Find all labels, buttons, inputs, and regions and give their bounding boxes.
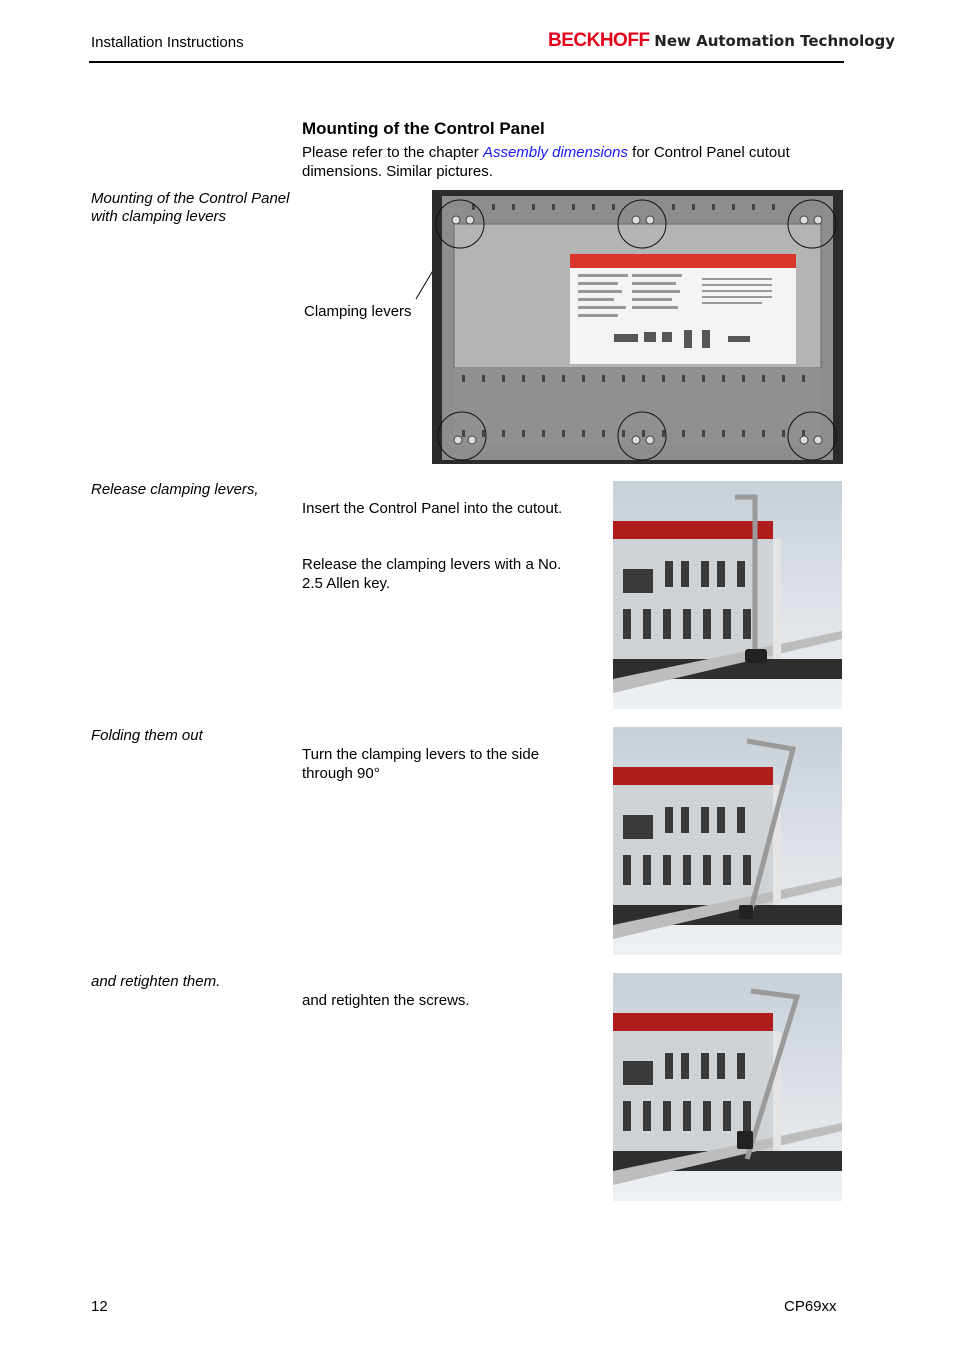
header-section-title: Installation Instructions (91, 34, 244, 51)
step1-text2: Release the clamping levers with a No. 2… (302, 556, 562, 592)
intro-paragraph: Please refer to the chapter Assembly dim… (302, 143, 842, 181)
allen-key-illustration (613, 727, 842, 955)
assembly-dimensions-link[interactable]: Assembly dimensions (482, 144, 628, 161)
figure1-caption: Mounting of the Control Panel with clamp… (91, 190, 290, 225)
page-number: 12 (91, 1298, 108, 1315)
step1-caption: Release clamping levers, (91, 481, 259, 498)
panel-rear-illustration (435, 196, 837, 461)
brand-name: BECKHOFF (548, 30, 650, 51)
section-title: Mounting of the Control Panel (302, 119, 545, 138)
brand-tagline: New Automation Technology (654, 32, 896, 50)
step2-text1: Turn the clamping levers to the side thr… (302, 746, 540, 782)
step1-text1: Insert the Control Panel into the cutout… (302, 500, 563, 517)
intro-prefix: Please refer to the chapter (302, 144, 483, 161)
release-levers-photo (613, 481, 842, 709)
panel-rear-photo (432, 190, 843, 464)
intro-suffix: for Control Panel cutout dimensions. Sim… (302, 144, 790, 180)
header-rule (89, 61, 844, 63)
step3-caption: and retighten them. (91, 973, 221, 990)
clamping-levers-label: Clamping levers (304, 303, 412, 320)
brand-logo: BECKHOFF New Automation Technology (548, 30, 895, 52)
allen-key-illustration (613, 481, 842, 709)
step3-text1: and retighten the screws. (302, 992, 470, 1009)
retighten-photo (613, 973, 842, 1201)
allen-key-illustration (613, 973, 842, 1201)
product-name: CP69xx (784, 1298, 837, 1315)
fold-out-photo (613, 727, 842, 955)
step2-caption: Folding them out (91, 727, 203, 744)
